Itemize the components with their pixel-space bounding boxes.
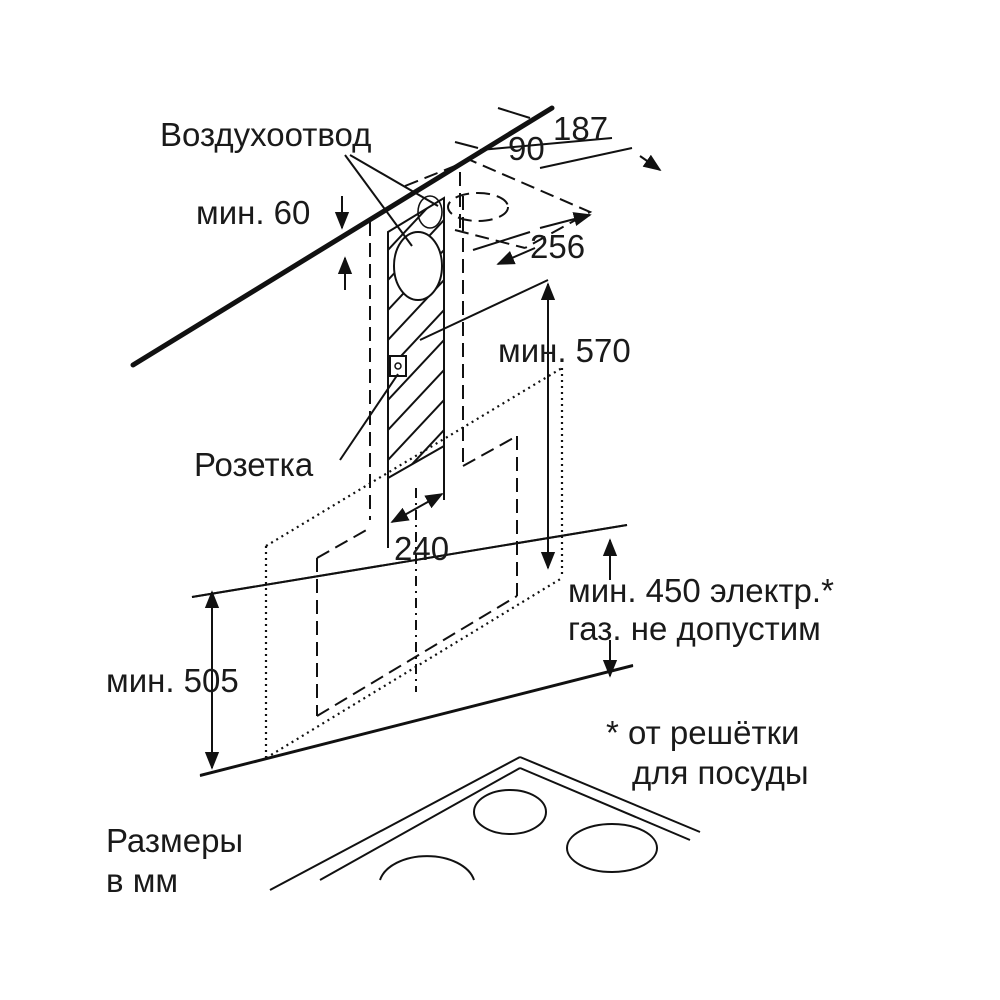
ceiling-outline	[404, 158, 593, 249]
dim-240	[387, 446, 445, 548]
label-footnote-line2: для посуды	[632, 754, 809, 791]
hood-canopy-dotted	[264, 367, 564, 759]
burner-back-left	[473, 789, 547, 835]
socket-icon	[389, 355, 407, 377]
burner-front-left	[379, 855, 475, 881]
label-air-outlet: Воздухоотвод	[160, 116, 371, 153]
burner-back-right	[566, 823, 658, 873]
label-min-450-line2: газ. не допустим	[568, 610, 821, 647]
label-min-505: мин. 505	[106, 662, 239, 699]
label-min-450-line1: мин. 450 электр.*	[568, 572, 834, 609]
label-units-line1: Размеры	[106, 822, 243, 859]
cooktop	[269, 756, 701, 891]
chimney	[387, 195, 445, 480]
label-240: 240	[394, 530, 449, 567]
dim-min-60	[334, 196, 353, 290]
label-187: 187	[553, 110, 608, 147]
ceiling-line	[130, 105, 555, 368]
label-min-60: мин. 60	[196, 194, 310, 231]
leader-lines	[339, 154, 439, 461]
label-units-line2: в мм	[106, 862, 178, 899]
hob-top-line	[199, 665, 634, 777]
label-socket: Розетка	[194, 446, 314, 483]
dim-90-187	[454, 107, 662, 172]
label-256: 256	[530, 228, 585, 265]
label-footnote-line1: * от решётки	[606, 714, 799, 751]
air-outlet-circle	[393, 231, 443, 301]
dim-256	[472, 212, 592, 265]
chimney-dashed-rails	[316, 196, 518, 717]
label-min-570: мин. 570	[498, 332, 631, 369]
label-90: 90	[508, 130, 545, 167]
